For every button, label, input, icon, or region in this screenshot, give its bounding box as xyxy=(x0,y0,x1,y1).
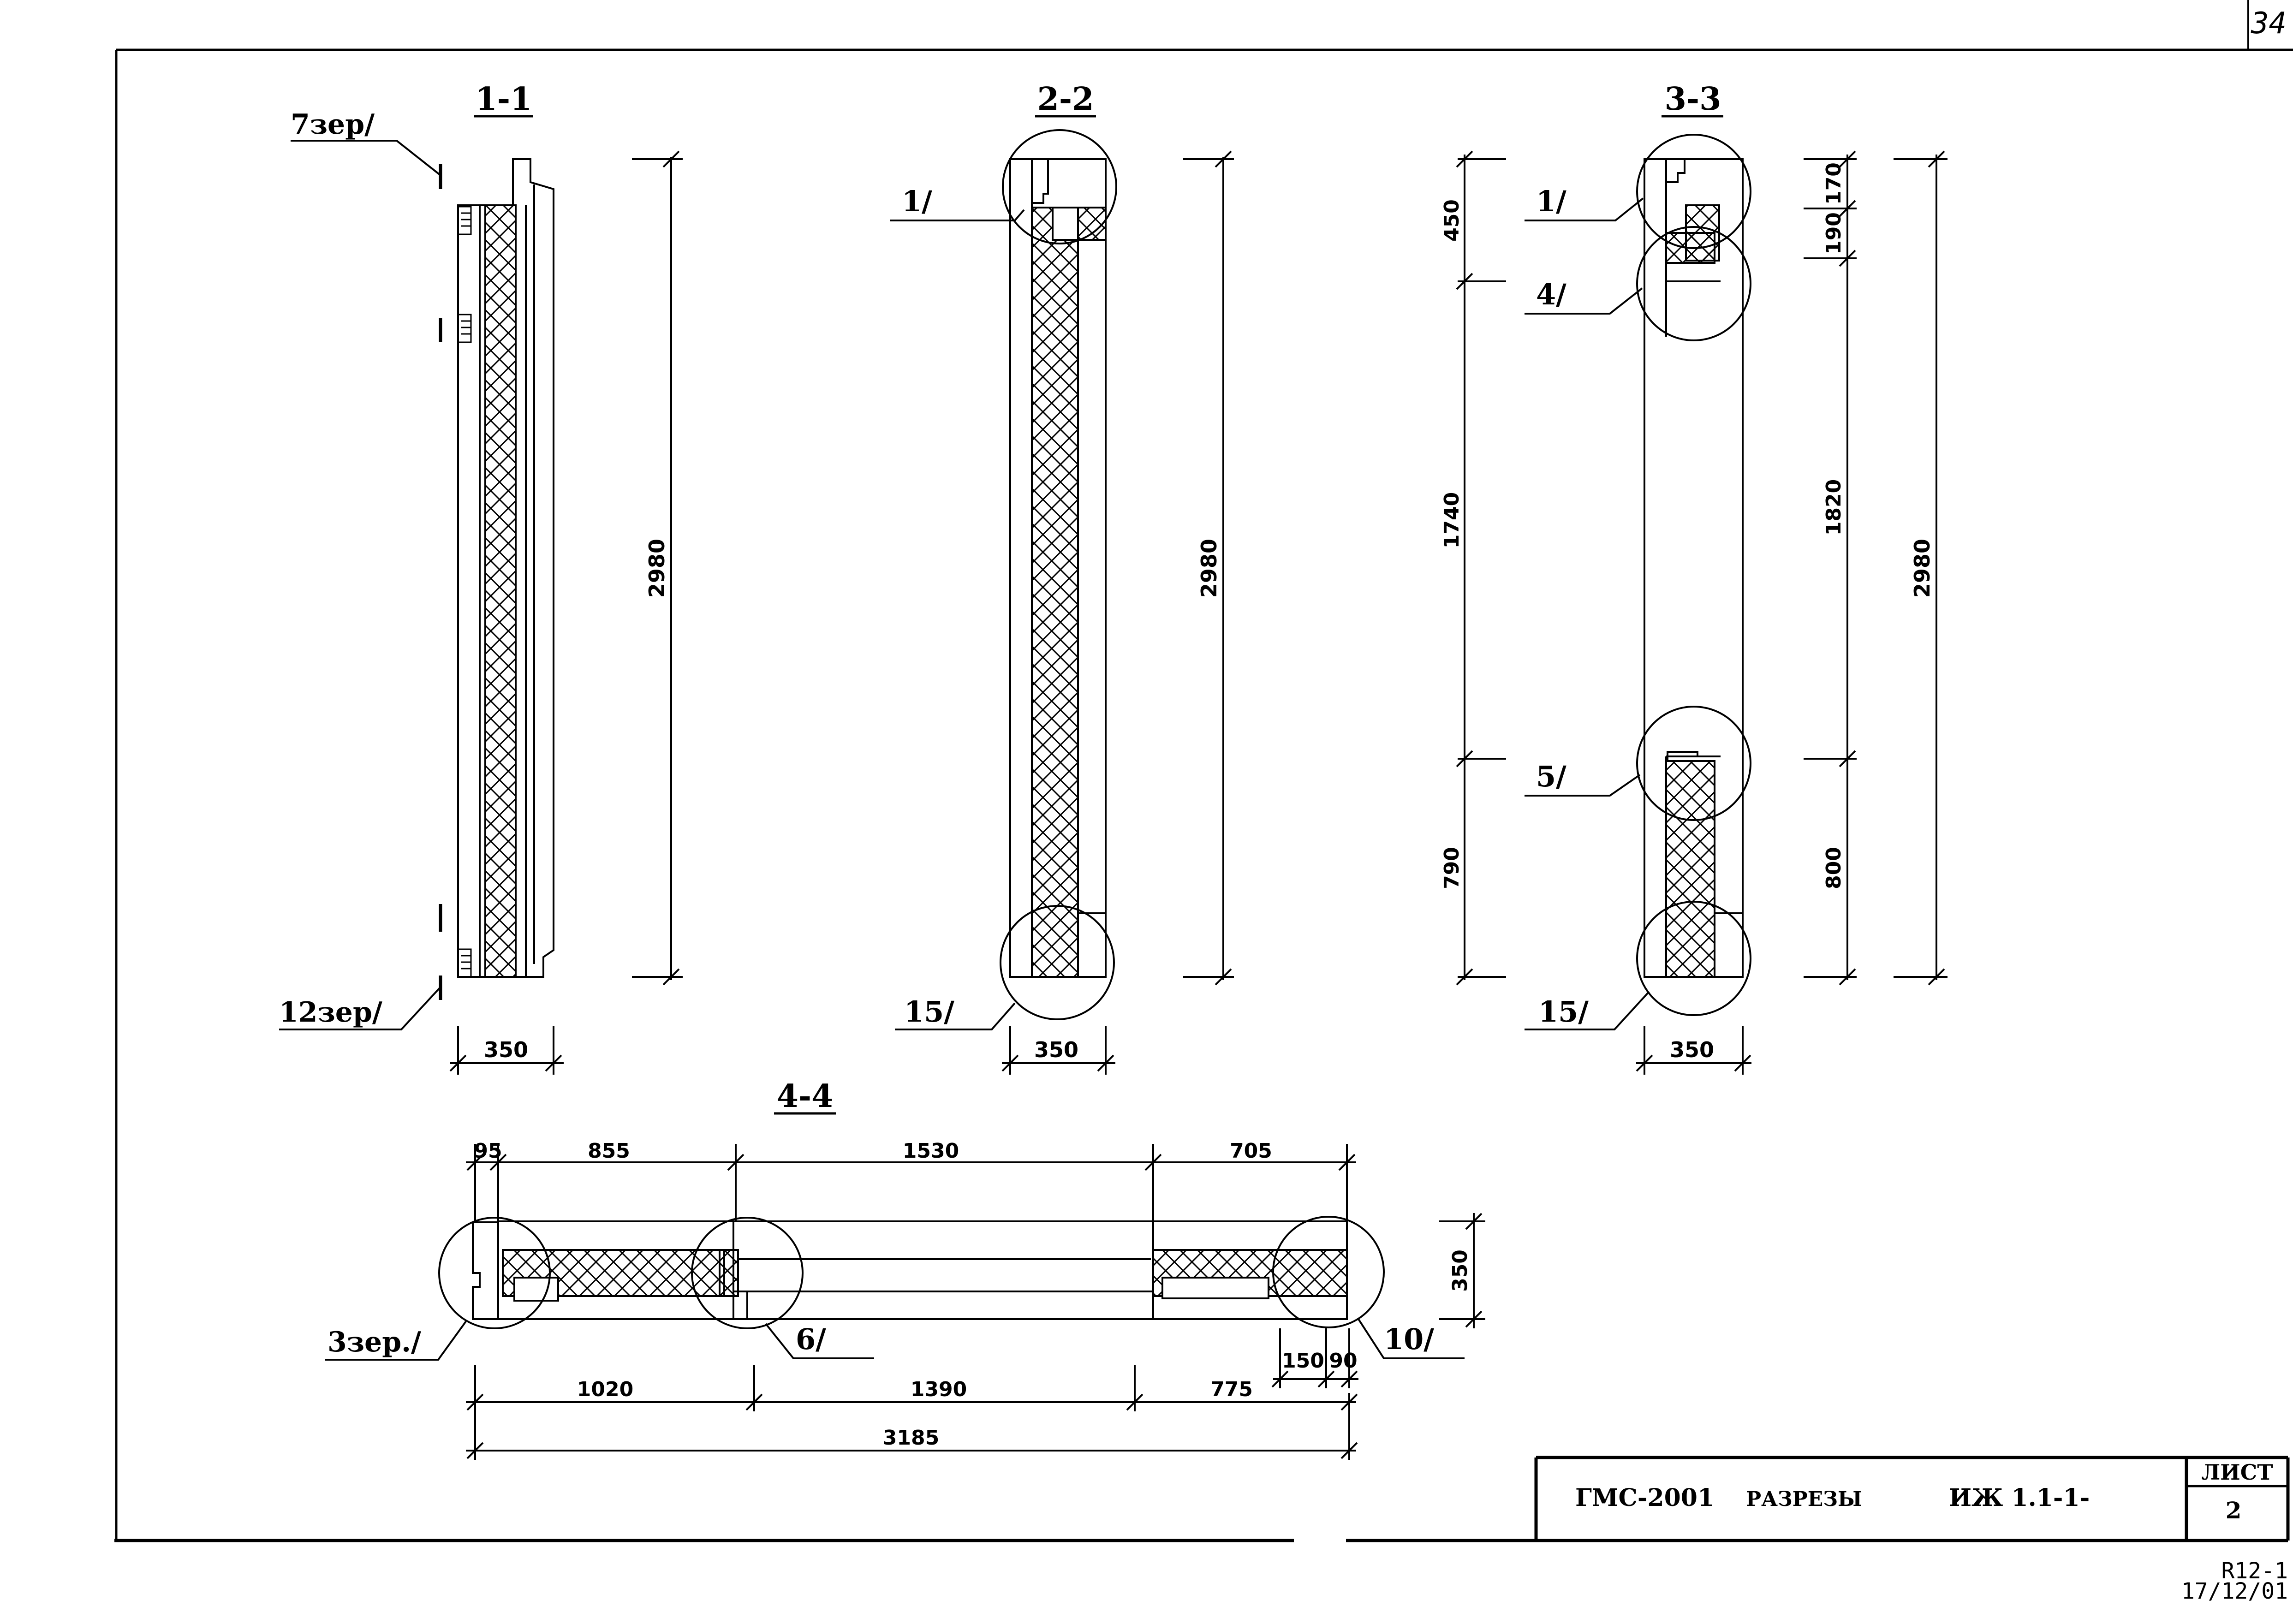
dim-line-left-3-3 xyxy=(1456,150,1506,986)
title-sheet-label: ЛИСТ xyxy=(2202,1460,2273,1485)
dim-height-1-1: 2980 xyxy=(644,539,669,598)
dim-790-3-3: 790 xyxy=(1440,847,1464,889)
sheet-frame xyxy=(114,0,2293,1542)
callout-3zer: 3зер./ xyxy=(328,1326,421,1358)
insulation-layer-1-1 xyxy=(484,204,517,978)
page-corner-number: 34 xyxy=(2251,6,2287,41)
detail-circle-3zer-4-4 xyxy=(438,1217,551,1329)
dim-line-total-4-4 xyxy=(466,1442,1358,1459)
detail-circle-15-3-3 xyxy=(1636,901,1751,1016)
title-sheet-name: РАЗРЕЗЫ xyxy=(1746,1487,1862,1511)
dim-1530-4-4: 1530 xyxy=(903,1139,959,1163)
callout-10-section-4-4: 10/ xyxy=(1384,1322,1434,1356)
dim-width-2-2: 350 xyxy=(1034,1037,1078,1062)
dim-1820-3-3: 1820 xyxy=(1822,479,1846,535)
dim-line-top-4-4 xyxy=(466,1144,1356,1222)
detail-circle-6-4-4 xyxy=(691,1217,804,1329)
dim-height-2-2: 2980 xyxy=(1197,539,1221,598)
section-2-2: 2-2 1/ 15/ 2980 xyxy=(890,81,1234,1075)
dim-width-1-1: 350 xyxy=(484,1037,528,1062)
callout-7zer: 7зер/ xyxy=(291,108,375,141)
dim-1020-4-4: 1020 xyxy=(577,1378,633,1401)
detail-circle-4-3-3 xyxy=(1636,226,1751,341)
section-title-2-2: 2-2 xyxy=(1037,81,1094,118)
detail-circle-5-3-3 xyxy=(1636,706,1751,821)
detail-circle-10-4-4 xyxy=(1272,1216,1385,1328)
dim-width-3-3: 350 xyxy=(1670,1037,1714,1062)
title-sheet-number: 2 xyxy=(2226,1497,2242,1524)
callout-12zer: 12зер/ xyxy=(279,996,382,1029)
section-title-3-3: 3-3 xyxy=(1665,81,1721,118)
dim-2980-3-3: 2980 xyxy=(1910,539,1935,598)
stamp-line-1: R12-1 xyxy=(2222,1558,2288,1584)
callout-15-section-2-2: 15/ xyxy=(904,995,954,1029)
dim-3185-4-4: 3185 xyxy=(883,1426,939,1450)
dim-150-4-4: 150 xyxy=(1282,1349,1324,1373)
panel-plan-4-4 xyxy=(472,1220,1348,1320)
section-title-4-4: 4-4 xyxy=(777,1078,834,1115)
title-block xyxy=(1534,1456,2290,1541)
detail-circle-15-2-2 xyxy=(1000,905,1115,1020)
section-3-3: 3-3 1/ 4/ 5/ 15/ xyxy=(1440,81,1948,1075)
dim-line-width-3-3 xyxy=(1636,1026,1751,1075)
stamp-line-2: 17/12/01 xyxy=(2181,1578,2288,1604)
dim-line-height-2-2 xyxy=(1183,150,1234,986)
detail-circle-1-2-2 xyxy=(1002,129,1117,244)
callout-1-section-2-2: 1/ xyxy=(902,184,932,218)
section-title-1-1: 1-1 xyxy=(476,81,532,118)
dim-855-4-4: 855 xyxy=(588,1139,630,1163)
callout-1-section-3-3: 1/ xyxy=(1536,184,1566,218)
dim-350-4-4: 350 xyxy=(1448,1249,1472,1292)
callout-15-section-3-3: 15/ xyxy=(1538,995,1589,1029)
callout-6-section-4-4: 6/ xyxy=(796,1322,826,1356)
anchor-marks-1-1 xyxy=(457,206,472,978)
insulation-bottom-3-3 xyxy=(1665,760,1715,978)
callout-5-section-3-3: 5/ xyxy=(1536,760,1566,793)
dim-line-height-4-4 xyxy=(1439,1213,1485,1328)
dim-line-height-1-1 xyxy=(632,150,683,986)
dim-190-3-3: 190 xyxy=(1822,212,1846,255)
dim-95-4-4: 95 xyxy=(474,1139,502,1163)
dim-line-width-1-1 xyxy=(449,1026,564,1075)
callout-4-section-3-3: 4/ xyxy=(1536,278,1566,311)
dim-line-small-4-4 xyxy=(1271,1328,1358,1388)
title-code: ИЖ 1.1-1- xyxy=(1949,1484,2090,1512)
insulation-mid-4-4 xyxy=(719,1249,739,1297)
section-4-4: 4-4 3зер./ 6/ 10/ xyxy=(325,1078,1485,1460)
insulation-layer-2-2 xyxy=(1031,207,1079,978)
dim-line-right-3-3 xyxy=(1894,150,1948,986)
dim-1740-3-3: 1740 xyxy=(1440,492,1464,548)
section-1-1: 1-1 7зер/ 12зер/ xyxy=(279,81,683,1075)
dim-705-4-4: 705 xyxy=(1230,1139,1272,1163)
dim-90-4-4: 90 xyxy=(1329,1349,1357,1373)
detail-circle-1-3-3 xyxy=(1636,134,1751,249)
dim-line-width-2-2 xyxy=(1001,1026,1115,1075)
dim-1390-4-4: 1390 xyxy=(911,1378,967,1401)
dim-170-3-3: 170 xyxy=(1822,162,1846,205)
dim-775-4-4: 775 xyxy=(1210,1378,1253,1401)
dim-450-3-3: 450 xyxy=(1440,199,1464,242)
title-project: ГМС-2001 xyxy=(1575,1484,1714,1512)
insulation-sill-3-3 xyxy=(1665,232,1715,264)
dim-line-mid-3-3 xyxy=(1804,150,1857,986)
dim-line-bottom-4-4 xyxy=(466,1365,1358,1460)
dim-800-3-3: 800 xyxy=(1822,847,1846,889)
